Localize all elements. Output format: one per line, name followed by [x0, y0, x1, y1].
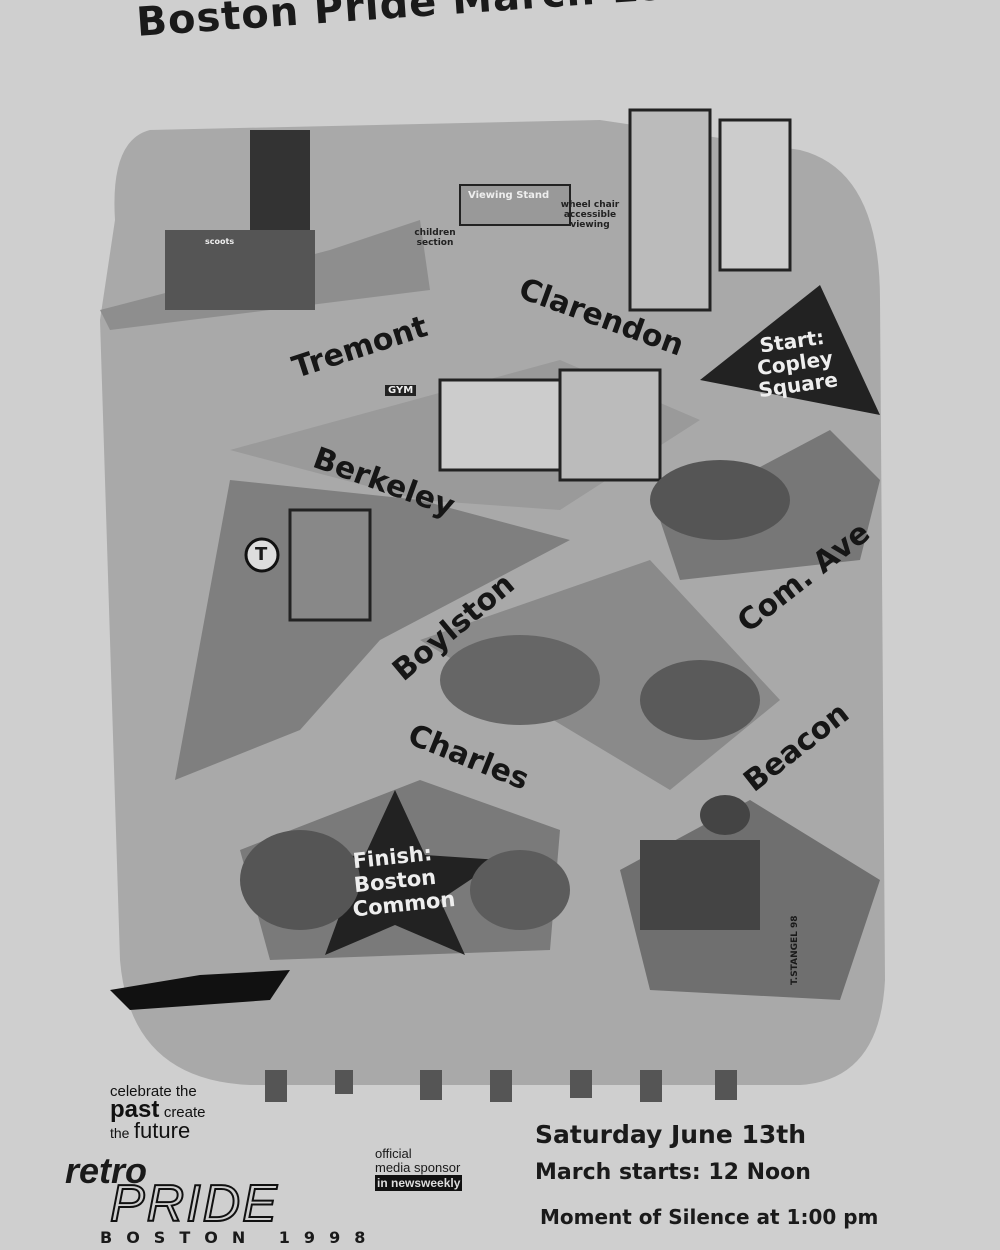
logo-retro: retro — [65, 1150, 148, 1191]
logo-pride: PRIDE — [109, 1174, 279, 1234]
tree — [650, 460, 790, 540]
street-marker — [715, 1070, 737, 1100]
building — [628, 108, 712, 312]
street-marker — [265, 1070, 287, 1102]
building — [288, 508, 372, 622]
slogan-line1: celebrate the — [110, 1083, 197, 1100]
tree — [440, 635, 600, 725]
sponsor-line1: official — [375, 1146, 412, 1161]
viewing-stand-sign: Viewing Stand — [468, 190, 550, 201]
t-sign: T — [255, 544, 268, 565]
building — [438, 378, 562, 472]
convertible-car — [110, 970, 290, 1010]
state-house — [640, 840, 760, 930]
street-marker — [640, 1070, 662, 1102]
building — [165, 230, 315, 310]
slogan-future: future — [133, 1118, 191, 1143]
moment-of-silence: Moment of Silence at 1:00 pm — [540, 1205, 879, 1229]
finish-label: Finish: Boston Common — [337, 839, 457, 922]
wheelchair-label: wheel chair accessible viewing — [560, 200, 620, 230]
t-sign-circle — [244, 537, 280, 573]
state-house-dome — [700, 795, 750, 835]
scoots-sign: scoots — [205, 237, 235, 246]
finish-place: Boston Common — [351, 864, 457, 922]
sponsor-name: in newsweekly — [375, 1175, 463, 1191]
artist-signature: T.STANGEL 98 — [790, 915, 800, 985]
street-marker — [420, 1070, 442, 1100]
logo-sub: BOSTON 1998 — [100, 1228, 380, 1247]
sponsor-line2: media sponsor — [375, 1160, 461, 1175]
building — [718, 118, 792, 272]
children-section-label: children section — [414, 228, 456, 248]
building — [558, 368, 662, 482]
event-date: Saturday June 13th — [535, 1120, 807, 1149]
tree — [240, 830, 360, 930]
sponsor: official media sponsor in newsweekly — [375, 1146, 463, 1191]
tree — [470, 850, 570, 930]
street-marker — [490, 1070, 512, 1102]
street-marker — [570, 1070, 592, 1098]
start-triangle — [700, 285, 880, 415]
viewing-stand — [459, 184, 571, 226]
slogan-the: the — [110, 1125, 130, 1141]
slogan-create: create — [163, 1104, 206, 1121]
march-start-time: March starts: 12 Noon — [535, 1160, 811, 1185]
gym-sign: GYM — [385, 385, 417, 396]
retro-pride-logo: retro PRIDE BOSTON 1998 — [45, 1150, 379, 1247]
slogan: celebrate the past create the future — [110, 1083, 206, 1143]
street-marker — [335, 1070, 353, 1094]
tree — [640, 660, 760, 740]
slogan-past: past — [110, 1096, 160, 1123]
